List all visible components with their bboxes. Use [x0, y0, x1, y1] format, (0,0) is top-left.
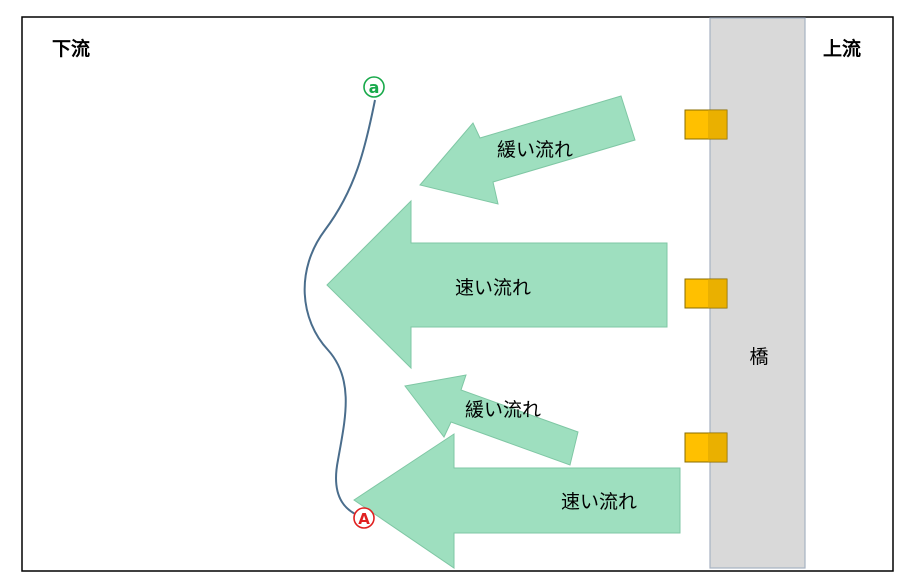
- bridge-piers: [684, 109, 728, 463]
- arrow-fast-flow-bottom: [353, 433, 681, 569]
- label-slow-flow-bottom: 緩い流れ: [465, 399, 541, 421]
- label-downstream: 下流: [52, 37, 90, 60]
- label-slow-flow-top: 緩い流れ: [497, 139, 573, 161]
- label-fast-flow-top: 速い流れ: [455, 277, 531, 299]
- drift-trajectory-line: [303, 99, 376, 518]
- marker-small-a-circle: [363, 76, 385, 98]
- arrow-slow-flow-top: [419, 95, 636, 205]
- pier-top-shade: [708, 110, 727, 139]
- label-fast-flow-bottom: 速い流れ: [561, 491, 637, 513]
- marker-small-a-letter: a: [369, 78, 380, 97]
- label-bridge: 橋: [749, 346, 768, 368]
- pier-bottom-shade: [708, 433, 727, 462]
- pier-middle-shade: [708, 279, 727, 308]
- marker-big-a-letter: A: [358, 510, 370, 528]
- label-upstream: 上流: [823, 37, 861, 60]
- marker-big-a-circle: [353, 507, 375, 529]
- arrow-fast-flow-top: [326, 199, 668, 370]
- arrow-slow-flow-bottom: [404, 374, 579, 466]
- marker-big-a: A: [353, 507, 375, 529]
- flow-arrows: [326, 95, 681, 569]
- marker-small-a: a: [363, 76, 385, 98]
